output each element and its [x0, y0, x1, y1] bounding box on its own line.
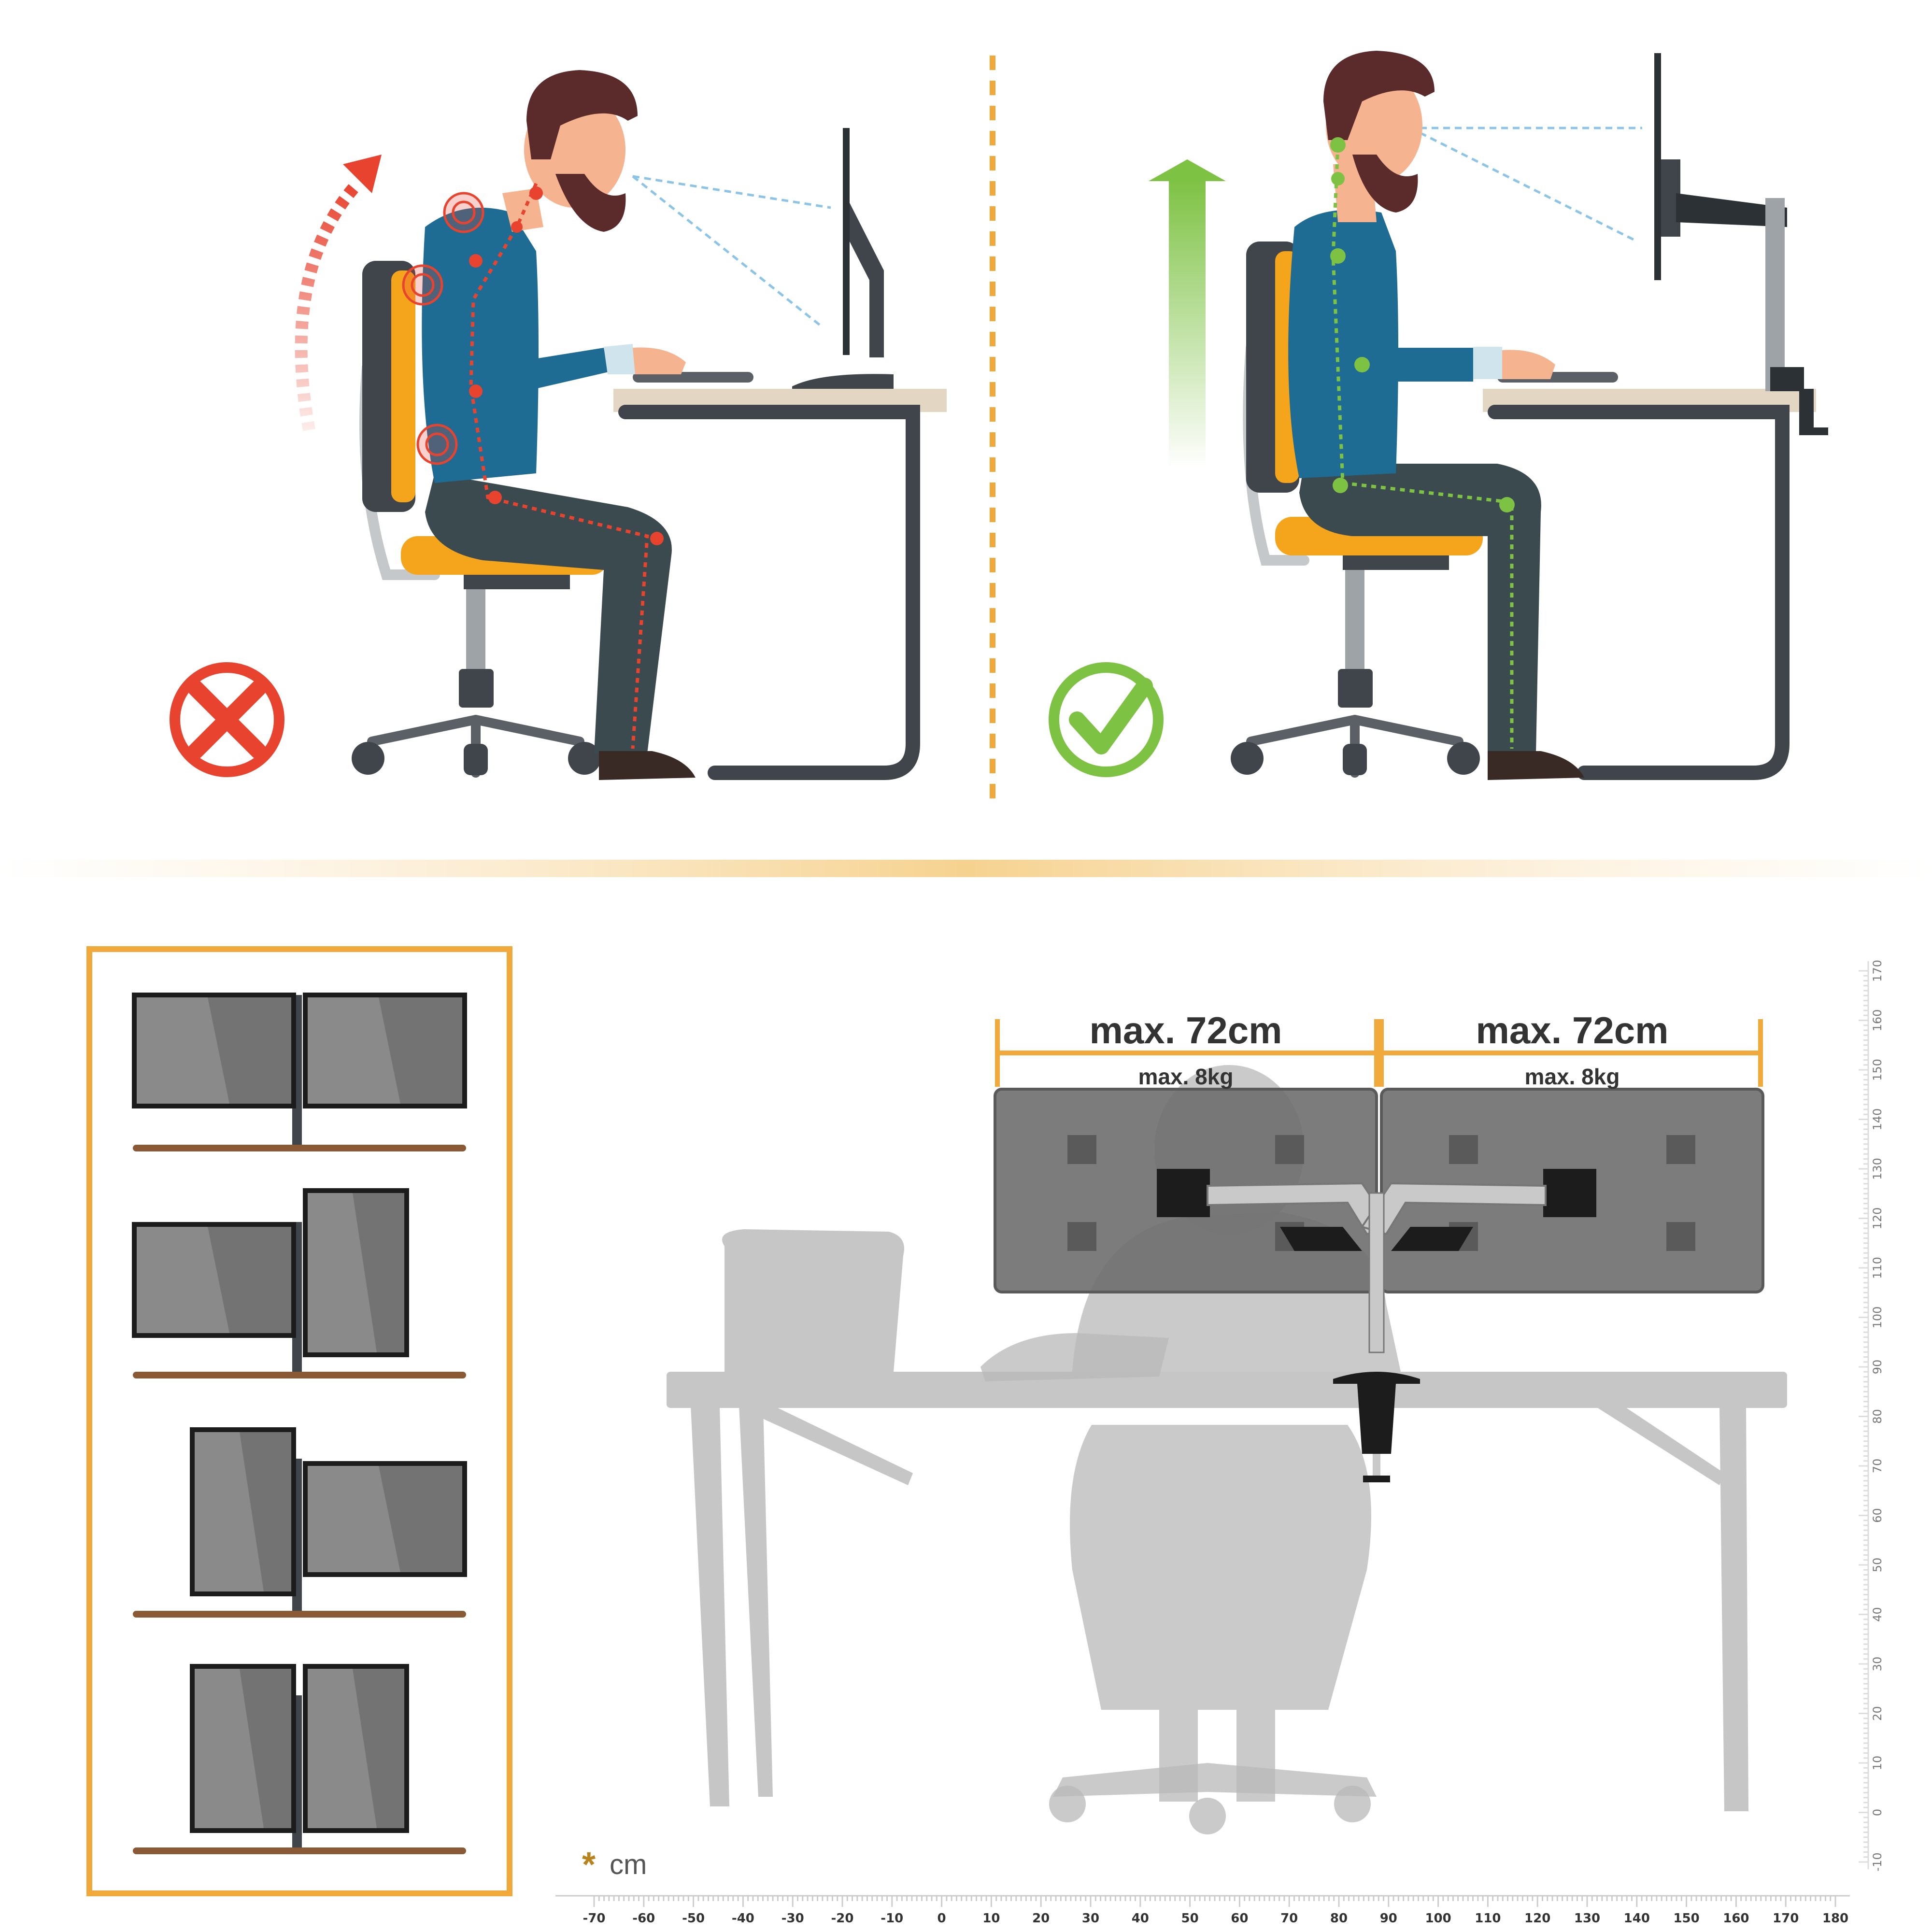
ruler-x-tick-label: 130 [1574, 1911, 1600, 1926]
right-width-label: max. 72cm [1476, 1009, 1669, 1051]
ruler-x-tick-label: -60 [632, 1911, 655, 1926]
ruler-x-tick-label: -20 [831, 1911, 854, 1926]
desk-bad [613, 389, 947, 780]
ruler-x-tick-label: 150 [1673, 1911, 1699, 1926]
man-bad [402, 70, 696, 780]
ruler-y-tick-label: 70 [1871, 1459, 1884, 1474]
ruler-y-tick-label: 90 [1871, 1360, 1884, 1375]
monitor-arm-good [1654, 53, 1828, 435]
monitor-bad [792, 128, 894, 389]
vertical-ruler: -10 0 10 20 30 40 50 60 70 80 90 100 110 120 130 140 150… [1859, 960, 1884, 1872]
check-icon [1049, 662, 1164, 777]
ruler-y-tick-label: 20 [1871, 1706, 1884, 1721]
ruler-x-tick-label: -10 [881, 1911, 903, 1926]
left-weight-label: max. 8kg [1138, 1064, 1234, 1089]
ruler-y-tick-label: 40 [1871, 1607, 1884, 1622]
horizontal-ruler: -70 -60 -50 -40 -30 -20 -10 0 10 20 30 40 50 60 70 80 90… [555, 1895, 1850, 1926]
bad-posture-scene [170, 70, 947, 780]
config-options-panel [86, 946, 512, 1896]
width-dimension-right [1379, 1019, 1763, 1087]
desk-silhouette [667, 1372, 1787, 1811]
ruler-y-tick-label: 50 [1871, 1558, 1884, 1573]
ruler-x-tick-label: 60 [1231, 1911, 1248, 1926]
ruler-x-tick-label: 100 [1425, 1911, 1451, 1926]
ruler-x-tick-label: 90 [1380, 1911, 1397, 1926]
ruler-y-tick-label: 150 [1871, 1059, 1884, 1081]
width-dimension-left [995, 1019, 1379, 1087]
ruler-x-tick-label: 70 [1280, 1911, 1298, 1926]
ruler-y-tick-label: 130 [1871, 1158, 1884, 1180]
keyboard-bad [633, 372, 753, 383]
up-arrow-green [1149, 159, 1226, 469]
ruler-x-tick-label: -40 [732, 1911, 754, 1926]
config-portrait-landscape [133, 1427, 467, 1618]
right-weight-label: max. 8kg [1525, 1064, 1620, 1089]
ruler-y-tick-label: 110 [1871, 1257, 1884, 1279]
section-separator [0, 860, 1932, 877]
pain-points [402, 192, 484, 465]
ruler-x-tick-label: 120 [1524, 1911, 1550, 1926]
ruler-y-tick-label: 120 [1871, 1208, 1884, 1230]
ruler-x-tick-label: 10 [982, 1911, 1000, 1926]
chair-silhouette [722, 1229, 904, 1377]
ruler-y-tick-label: 30 [1871, 1657, 1884, 1672]
ruler-x-tick-label: 170 [1773, 1911, 1799, 1926]
ruler-y-tick-label: 60 [1871, 1508, 1884, 1523]
curve-arrow-red [295, 155, 382, 431]
config-portrait-portrait [133, 1664, 466, 1854]
ruler-y-tick-label: 160 [1871, 1009, 1884, 1032]
ruler-x-tick-label: 20 [1032, 1911, 1050, 1926]
ruler-x-tick-label: 180 [1822, 1911, 1848, 1926]
sight-lines-good [1419, 127, 1642, 243]
desk-good [1483, 389, 1816, 780]
unit-star: * [582, 1846, 596, 1884]
good-posture-scene [1049, 51, 1828, 780]
ruler-x-tick-label: -50 [682, 1911, 705, 1926]
left-width-label: max. 72cm [1090, 1009, 1282, 1051]
unit-label: cm [610, 1849, 647, 1880]
ruler-x-tick-label: 30 [1082, 1911, 1099, 1926]
dual-monitor-arm [1157, 1169, 1596, 1482]
ruler-x-tick-label: 80 [1330, 1911, 1348, 1926]
ruler-y-tick-label: 80 [1871, 1409, 1884, 1424]
ruler-x-tick-label: 40 [1132, 1911, 1149, 1926]
ruler-y-tick-label: 140 [1871, 1108, 1884, 1131]
sight-lines-bad [632, 175, 831, 327]
ruler-y-tick-label: 10 [1871, 1756, 1884, 1771]
ruler-y-tick-label: 100 [1871, 1307, 1884, 1329]
ruler-y-tick-label: -10 [1871, 1852, 1884, 1871]
ruler-y-tick-label: 170 [1871, 960, 1884, 982]
config-landscape-portrait [132, 1188, 466, 1378]
config-landscape-landscape [132, 993, 467, 1151]
ruler-x-tick-label: 140 [1624, 1911, 1650, 1926]
ruler-x-tick-label: 0 [938, 1911, 946, 1926]
ruler-x-tick-label: -30 [781, 1911, 804, 1926]
ruler-x-tick-label: 50 [1181, 1911, 1199, 1926]
cross-icon [170, 662, 284, 777]
ruler-y-tick-label: 0 [1871, 1809, 1884, 1816]
ruler-x-tick-label: -70 [583, 1911, 606, 1926]
dimension-diagram: max. 72cm max. 8kg max. 72cm max. 8kg * … [555, 960, 1884, 1926]
ruler-x-tick-label: 160 [1723, 1911, 1749, 1926]
man-good [1288, 51, 1584, 780]
ruler-x-tick-label: 110 [1475, 1911, 1501, 1926]
